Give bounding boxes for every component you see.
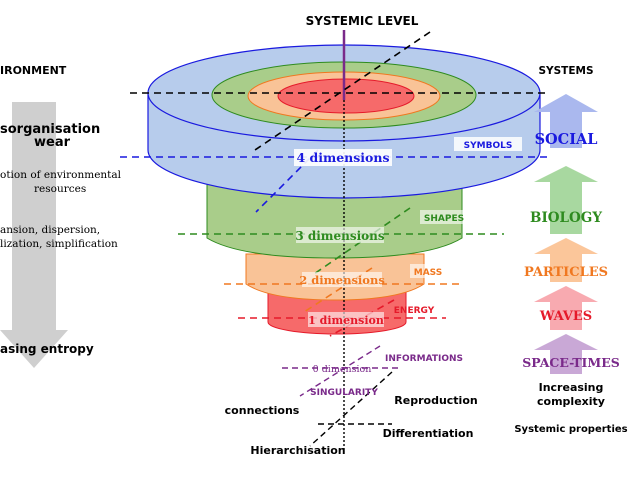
reproduction-label: Reproduction — [394, 394, 477, 407]
dimension-3-label: 3 dimensions — [295, 227, 385, 243]
disorganisation-line1: sorganisation — [0, 122, 100, 137]
level-particles: PARTICLES — [524, 265, 608, 280]
dimension-2-label: 2 dimensions — [299, 272, 385, 287]
svg-text:4 dimensions: 4 dimensions — [296, 150, 389, 165]
informations-tag: INFORMATIONS — [385, 354, 463, 364]
symbols-tag: SYMBOLS — [454, 137, 522, 151]
level-space-times: SPACE-TIMES — [522, 355, 620, 370]
entropy-arrow — [0, 102, 68, 368]
svg-text:2 dimensions: 2 dimensions — [299, 273, 385, 287]
dimension-0-label: 0 dimension — [313, 364, 372, 375]
social-arrow — [534, 94, 598, 148]
shapes-tag: SHAPES — [420, 210, 468, 224]
page-title: SYSTEMIC LEVEL — [306, 14, 419, 28]
biology-arrow — [534, 166, 598, 234]
expansion-line1: ansion, dispersion, — [0, 224, 100, 236]
particles-arrow — [534, 238, 598, 282]
differentiation-label: Differentiation — [383, 427, 474, 440]
svg-text:SYMBOLS: SYMBOLS — [464, 141, 513, 151]
mass-tag: MASS — [410, 264, 446, 278]
svg-text:SHAPES: SHAPES — [424, 214, 464, 224]
environment-line2: resources — [34, 183, 86, 195]
svg-text:3 dimensions: 3 dimensions — [295, 229, 385, 243]
green-cylinder — [206, 181, 463, 259]
connections-label: connections — [225, 404, 300, 417]
hierarchisation-label: Hierarchisation — [250, 444, 345, 457]
environment-line1: otion of environmental — [0, 169, 122, 181]
dimension-1-label: 1 dimension — [308, 312, 384, 327]
space-times-arrow — [534, 334, 598, 374]
dimension-4-label: 4 dimensions — [294, 149, 392, 166]
svg-text:MASS: MASS — [414, 268, 442, 278]
complexity-line2: complexity — [537, 395, 605, 408]
expansion-line2: lization, simplification — [0, 238, 118, 250]
svg-text:1 dimension: 1 dimension — [308, 314, 384, 327]
singularity-tag: SINGULARITY — [310, 388, 378, 398]
diag-purple — [299, 345, 381, 397]
diag-green — [313, 207, 411, 275]
level-waves: WAVES — [539, 309, 592, 324]
systemic-properties: Systemic properties — [514, 424, 627, 435]
entropy-label: asing entropy — [0, 342, 94, 356]
level-biology: BIOLOGY — [530, 210, 602, 226]
systems-heading: SYSTEMS — [538, 65, 593, 77]
energy-tag: ENERGY — [394, 306, 435, 316]
disorganisation-line2: wear — [34, 135, 71, 150]
level-social: SOCIAL — [535, 131, 598, 148]
diag-black-bottom — [309, 371, 393, 447]
waves-arrow — [534, 286, 598, 330]
environment-heading: IRONMENT — [0, 64, 67, 77]
complexity-line1: Increasing — [539, 381, 604, 394]
